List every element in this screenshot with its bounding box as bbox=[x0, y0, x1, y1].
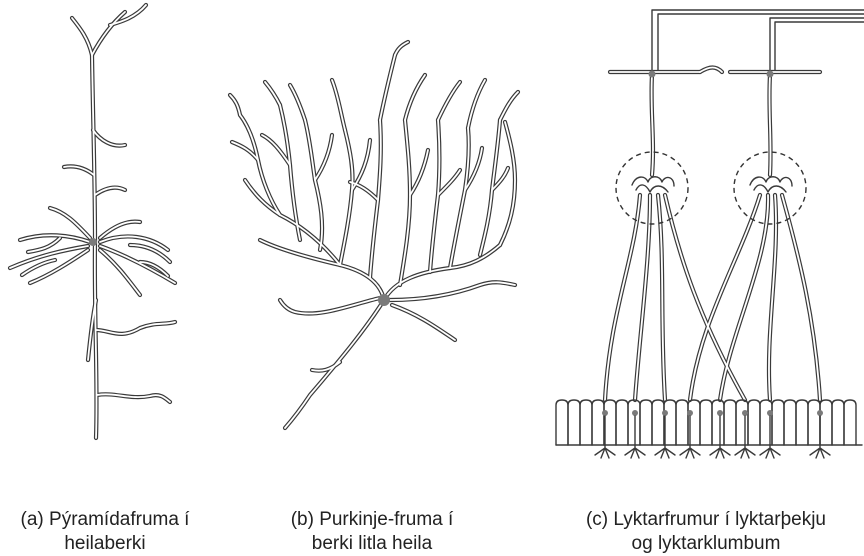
mitral-soma-right bbox=[766, 70, 774, 78]
epithelial-cell bbox=[819, 399, 833, 446]
epithelial-cell bbox=[807, 399, 821, 446]
glomerulus-right bbox=[733, 151, 807, 225]
receptor-soma bbox=[662, 410, 668, 416]
epithelial-cell bbox=[831, 399, 845, 446]
receptor-cilia bbox=[679, 415, 701, 459]
receptor-soma bbox=[602, 410, 608, 416]
epithelial-cell bbox=[579, 399, 593, 446]
caption-olfactory-line1: (c) Lyktarfrumur í lyktarþekju bbox=[585, 509, 826, 530]
caption-purkinje: (b) Purkinje-fruma í berki litla heila bbox=[262, 508, 482, 556]
glomerulus-left bbox=[615, 151, 689, 225]
epithelial-cell bbox=[591, 399, 605, 446]
epithelial-cell bbox=[651, 399, 665, 446]
epithelial-cell bbox=[711, 399, 725, 446]
epithelial-cell bbox=[699, 399, 713, 446]
epithelial-cell bbox=[723, 399, 737, 446]
epithelial-cell bbox=[603, 399, 617, 446]
pyramidal-cell-drawing bbox=[7, 2, 178, 441]
receptor-cilia bbox=[594, 415, 616, 459]
epithelial-cell bbox=[735, 399, 749, 446]
caption-pyramidal: (a) Pýramídafruma í heilaberki bbox=[0, 508, 210, 556]
purkinje-soma bbox=[378, 294, 390, 306]
epithelial-cell bbox=[771, 399, 785, 446]
receptor-soma bbox=[717, 410, 723, 416]
receptor-soma bbox=[817, 410, 823, 416]
receptor-soma bbox=[767, 410, 773, 416]
receptor-cilia bbox=[709, 415, 731, 459]
receptor-soma bbox=[742, 410, 748, 416]
epithelial-cell bbox=[567, 399, 581, 446]
mitral-soma-left bbox=[648, 70, 656, 78]
epithelial-cell bbox=[627, 399, 641, 446]
epithelial-cell bbox=[639, 399, 653, 446]
receptor-cilia bbox=[809, 415, 831, 459]
epithelial-cell bbox=[675, 399, 689, 446]
receptor-soma bbox=[687, 410, 693, 416]
epithelial-cell bbox=[615, 399, 629, 446]
epithelial-cell bbox=[747, 399, 761, 446]
epithelial-cell bbox=[555, 399, 569, 446]
caption-pyramidal-line1: (a) Pýramídafruma í bbox=[20, 509, 190, 530]
olfactory-epithelium bbox=[555, 399, 863, 459]
epithelial-cell bbox=[795, 399, 809, 446]
epithelial-cell bbox=[663, 399, 677, 446]
caption-pyramidal-line2: heilaberki bbox=[64, 533, 146, 554]
epithelial-cell bbox=[783, 399, 797, 446]
receptor-soma bbox=[632, 410, 638, 416]
receptor-cilia bbox=[759, 415, 781, 459]
receptor-cilia bbox=[624, 415, 646, 459]
purkinje-cell-drawing bbox=[227, 39, 521, 431]
receptor-cilia bbox=[734, 415, 756, 459]
caption-purkinje-line1: (b) Purkinje-fruma í bbox=[290, 509, 454, 530]
caption-olfactory: (c) Lyktarfrumur í lyktarþekju og lyktar… bbox=[548, 508, 864, 556]
epithelial-cell bbox=[843, 399, 857, 446]
olfactory-cells-drawing bbox=[555, 9, 864, 459]
caption-olfactory-line2: og lyktarklumbum bbox=[631, 533, 781, 554]
caption-purkinje-line2: berki litla heila bbox=[311, 533, 433, 554]
pyramidal-soma bbox=[89, 238, 97, 246]
receptor-cilia bbox=[654, 415, 676, 459]
